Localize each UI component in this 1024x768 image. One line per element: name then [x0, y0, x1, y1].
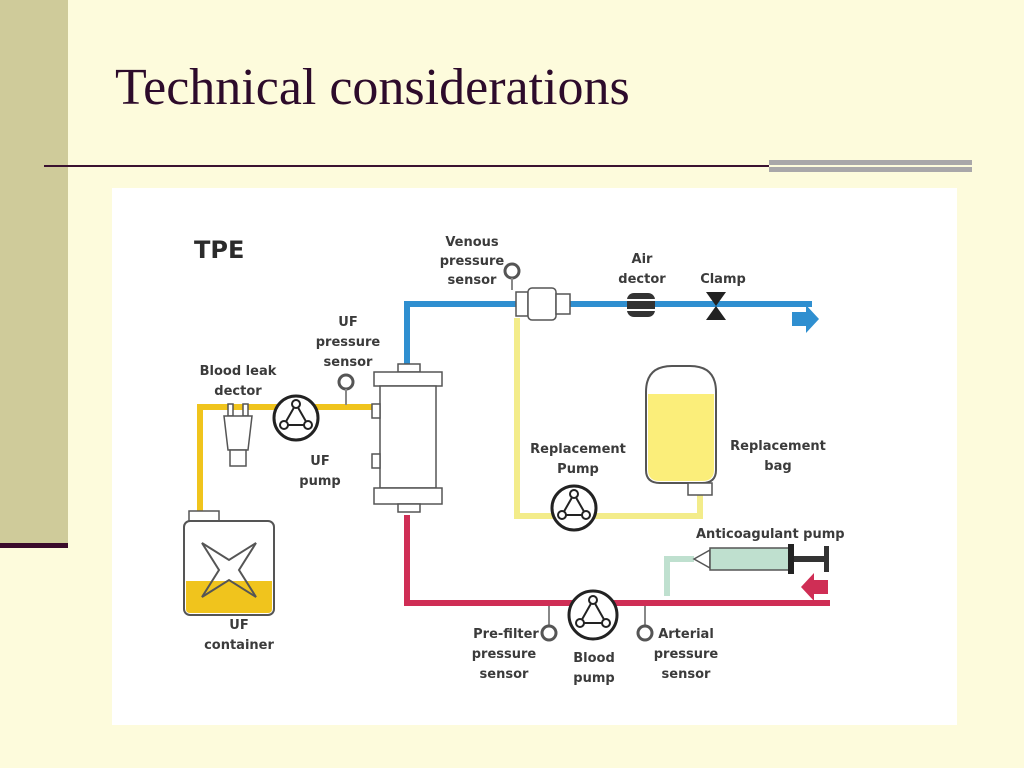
arterial-line — [404, 515, 830, 606]
label-arterial-1: Arterial — [658, 627, 714, 642]
label-blood-pump-2: pump — [573, 671, 614, 686]
label-uf-pressure-2: pressure — [316, 335, 381, 350]
label-venous-3: sensor — [448, 273, 497, 288]
replacement-pump-icon — [550, 484, 598, 532]
filter-icon — [371, 363, 443, 513]
left-decor-accent — [0, 543, 68, 548]
slide-title: Technical considerations — [115, 59, 630, 116]
anticoagulant-line — [664, 556, 694, 596]
label-clamp: Clamp — [700, 272, 746, 287]
blood-pump-icon — [567, 589, 619, 641]
title-rule — [44, 165, 769, 167]
title-rule-accent-gap — [769, 165, 972, 167]
label-replacement-bag-2: bag — [764, 459, 791, 474]
label-blood-pump-1: Blood — [573, 651, 615, 666]
label-air-1: Air — [632, 252, 654, 267]
anticoagulant-syringe-icon — [692, 544, 829, 574]
label-blood-leak-2: dector — [214, 384, 262, 399]
uf-pressure-sensor-icon — [337, 373, 355, 391]
label-pre-filter-3: sensor — [480, 667, 529, 682]
air-detector-icon — [627, 293, 655, 317]
venous-arrow-icon — [792, 305, 819, 333]
label-anticoagulant-pump: Anticoagulant pump — [696, 527, 845, 542]
label-uf-pump-2: pump — [299, 474, 340, 489]
clamp-icon — [706, 292, 726, 320]
venous-pressure-sensor-icon — [503, 262, 521, 280]
label-blood-leak-1: Blood leak — [200, 364, 277, 379]
tpe-circuit-diagram: TPE Venous pressure sensor Air dector Cl… — [112, 188, 957, 725]
replacement-bag-icon — [645, 365, 717, 496]
label-pre-filter-2: pressure — [472, 647, 537, 662]
label-venous-1: Venous — [445, 235, 499, 250]
blood-leak-detector-icon — [223, 403, 253, 467]
label-replacement-pump-1: Replacement — [530, 442, 626, 457]
label-air-2: dector — [618, 272, 666, 287]
label-arterial-2: pressure — [654, 647, 719, 662]
pre-filter-pressure-sensor-icon — [540, 624, 558, 642]
left-decor-band — [0, 0, 68, 545]
arterial-arrow-icon — [801, 573, 828, 601]
label-uf-pressure-3: sensor — [324, 355, 373, 370]
label-uf-pump-1: UF — [310, 454, 329, 469]
label-pre-filter-1: Pre-filter — [473, 627, 539, 642]
uf-pump-icon — [272, 394, 320, 442]
venous-line — [404, 301, 812, 365]
uf-container-icon — [183, 510, 275, 616]
label-venous-2: pressure — [440, 254, 505, 269]
arterial-pressure-sensor-icon — [636, 624, 654, 642]
label-replacement-pump-2: Pump — [557, 462, 599, 477]
label-uf-pressure-1: UF — [338, 315, 357, 330]
venous-connector-icon — [515, 287, 571, 321]
replacement-line — [514, 318, 703, 519]
label-replacement-bag-1: Replacement — [730, 439, 826, 454]
label-uf-container-1: UF — [229, 618, 248, 633]
label-arterial-3: sensor — [662, 667, 711, 682]
diagram-heading: TPE — [194, 236, 244, 264]
label-uf-container-2: container — [204, 638, 274, 653]
